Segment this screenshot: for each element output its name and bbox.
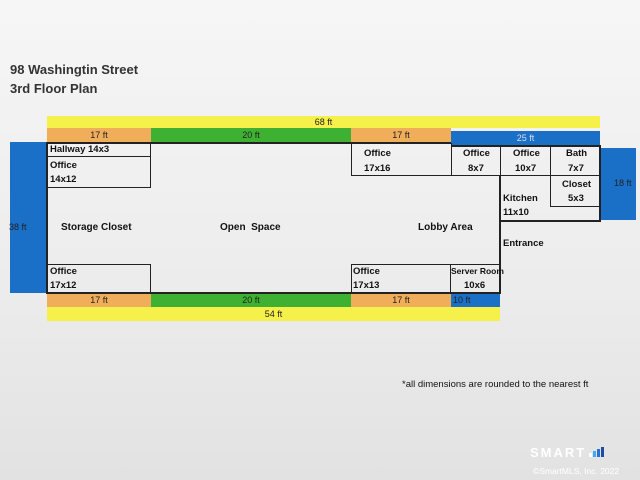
top-segment-1: 17 ft	[47, 128, 151, 142]
copyright-text: ©SmartMLS, Inc. 2022	[533, 466, 620, 476]
wall-left	[46, 142, 48, 294]
right-height-dimension: 18 ft	[600, 148, 636, 220]
office-10x7-name: Office	[513, 148, 540, 159]
wall-top-main	[47, 142, 451, 144]
closet-room	[550, 175, 600, 207]
office-17x12-name: Office	[50, 266, 77, 277]
top-segment-2: 20 ft	[151, 128, 351, 142]
wall-bottom	[47, 292, 501, 294]
wall-right-lower	[499, 220, 501, 294]
bottom-segment-1: 17 ft	[47, 293, 151, 307]
office-8x7-name: Office	[463, 148, 490, 159]
hallway-label: Hallway 14x3	[50, 144, 110, 155]
office-17x12-room	[47, 264, 151, 294]
storage-closet-label: Storage Closet	[61, 222, 132, 233]
lobby-area-label: Lobby Area	[418, 222, 473, 233]
wall-right-step	[499, 220, 601, 222]
office-17x16-name: Office	[364, 148, 391, 159]
office-17x16-size: 17x16	[364, 163, 391, 174]
server-room-name: Server Room	[451, 266, 504, 276]
closet-size: 5x3	[568, 193, 584, 204]
right-height-label: 18 ft	[614, 178, 632, 188]
closet-name: Closet	[562, 179, 592, 190]
left-height-dimension: 38 ft	[9, 142, 47, 293]
office-17x12-size: 17x12	[50, 280, 77, 291]
kitchen-size: 11x10	[503, 207, 529, 218]
kitchen-name: Kitchen	[503, 193, 538, 204]
dimensions-note: *all dimensions are rounded to the neare…	[402, 379, 589, 390]
open-space-label: Open Space	[220, 222, 281, 233]
top-segment-3: 17 ft	[351, 128, 451, 142]
floor-plan-title: 3rd Floor Plan	[10, 81, 98, 96]
office-10x7-size: 10x7	[515, 163, 537, 174]
top-total-dimension: 68 ft	[47, 116, 600, 128]
office-8x7-size: 8x7	[468, 163, 484, 174]
left-height-label: 38 ft	[9, 222, 27, 232]
bottom-segment-3: 17 ft	[351, 293, 451, 307]
bar-chart-icon	[589, 447, 605, 457]
office-14x12-size: 14x12	[50, 174, 77, 185]
logo-text: SMART	[530, 445, 587, 460]
address-title: 98 Washingtin Street	[10, 62, 139, 77]
bath-name: Bath	[566, 148, 588, 159]
office-14x12-room	[47, 156, 151, 188]
server-room	[450, 264, 501, 294]
office-14x12-name: Office	[50, 160, 77, 171]
office-17x13-size: 17x13	[353, 280, 380, 291]
bottom-total-dimension: 54 ft	[47, 307, 500, 321]
bottom-segment-2: 20 ft	[151, 293, 351, 307]
smartmls-logo: SMART	[530, 445, 605, 460]
entrance-label: Entrance	[503, 238, 544, 249]
office-17x13-name: Office	[353, 266, 380, 277]
server-room-size: 10x6	[464, 280, 486, 291]
top-segment-4: 25 ft	[451, 131, 600, 145]
bottom-segment-4: 10 ft	[451, 293, 500, 307]
kitchen-wall	[499, 175, 501, 222]
wall-right-upper	[599, 145, 601, 221]
bath-size: 7x7	[568, 163, 584, 174]
